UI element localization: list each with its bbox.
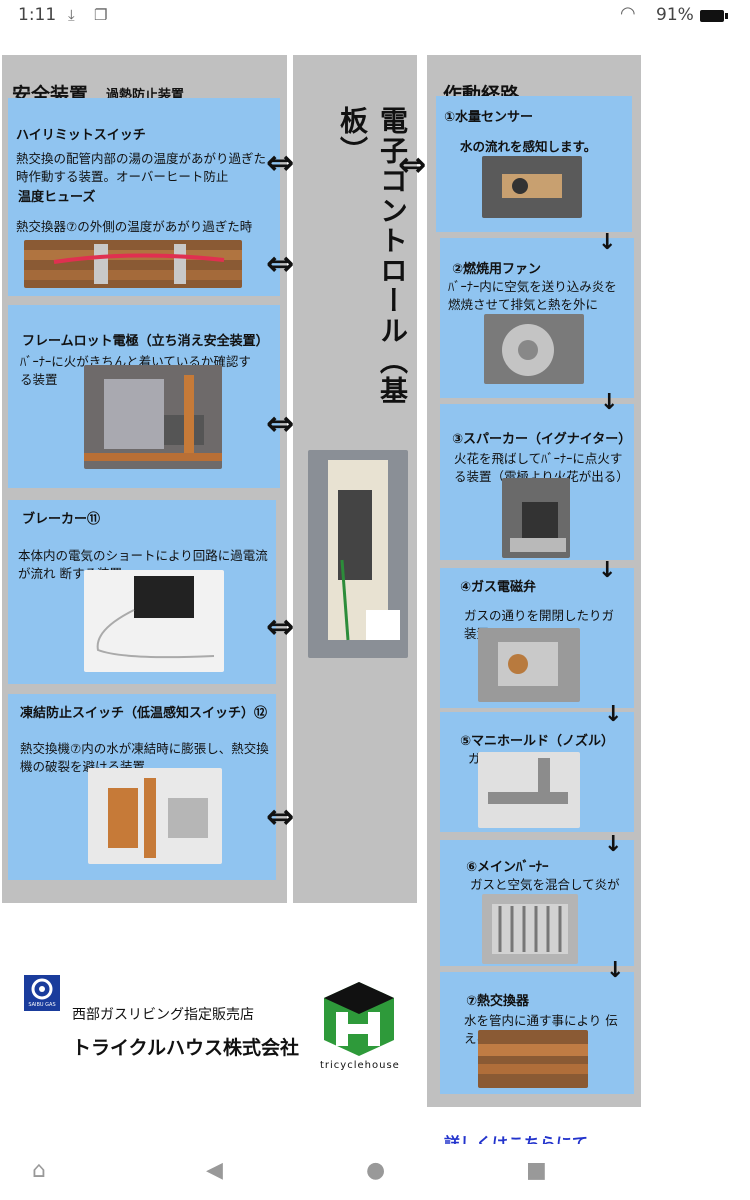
logo-mark-icon bbox=[31, 978, 53, 1000]
item-title: ⑦熱交換器 bbox=[466, 994, 530, 1009]
item-title: ③スパーカー（イグナイター） bbox=[452, 432, 632, 447]
burner-photo bbox=[482, 894, 578, 964]
item-title: ①水量センサー bbox=[444, 110, 534, 125]
flame-rod-photo bbox=[84, 365, 222, 469]
item-title: 温度ヒューズ bbox=[18, 190, 96, 205]
manifold-image bbox=[478, 752, 580, 828]
sparker-image bbox=[502, 478, 570, 558]
dealer-label: 西部ガスリビング指定販売店 bbox=[72, 1007, 254, 1023]
saibu-gas-logo: SAIBU GAS bbox=[24, 975, 60, 1011]
item-title: ⑤マニホールド（ノズル） bbox=[460, 734, 615, 749]
manifold-photo bbox=[478, 752, 580, 828]
heat-exchanger-image bbox=[478, 1030, 588, 1088]
item-title: ハイリミットスイッチ bbox=[16, 128, 146, 143]
navigation-bar bbox=[0, 1145, 750, 1200]
down-arrow-icon: ↓ bbox=[600, 390, 619, 415]
item-desc: 熱交換の配管内部の湯の温度があがり過ぎた時作動する装置。オーバーヒート防止 bbox=[16, 151, 267, 184]
gas-valve-photo bbox=[478, 628, 580, 702]
down-arrow-icon: ↓ bbox=[598, 230, 617, 255]
freeze-image bbox=[88, 768, 222, 864]
fuse-photo bbox=[24, 240, 242, 288]
home-circle-icon[interactable]: ● bbox=[366, 1158, 386, 1183]
logo-text: SAIBU GAS bbox=[28, 1002, 56, 1008]
item-title: ②燃焼用ファン bbox=[452, 262, 542, 277]
down-arrow-icon: ↓ bbox=[604, 832, 623, 857]
fan-photo bbox=[484, 314, 584, 384]
sparker-photo bbox=[502, 478, 570, 558]
down-arrow-icon: ↓ bbox=[604, 702, 623, 727]
water-sensor-photo bbox=[482, 156, 582, 218]
burner-image bbox=[482, 894, 578, 964]
back-icon[interactable]: ◀ bbox=[206, 1158, 223, 1183]
down-arrow-icon: ↓ bbox=[606, 958, 625, 983]
item-desc: ﾊﾞｰﾅｰ内に空気を送り込み炎を燃焼させて排気と熱を外に bbox=[448, 279, 617, 312]
item-title: ブレーカー⑪ bbox=[22, 512, 101, 527]
flame-rod-image bbox=[84, 365, 222, 469]
control-board-image bbox=[308, 450, 408, 658]
fuse-image bbox=[24, 240, 242, 288]
item-title: フレームロット電極（立ち消え安全装置） bbox=[22, 334, 269, 349]
tricyclehouse-logo bbox=[320, 978, 398, 1060]
brand-name: tricyclehouse bbox=[320, 1060, 400, 1071]
bidirectional-arrow-icon: ⇔ bbox=[266, 404, 295, 444]
wifi-icon: ◠ bbox=[620, 3, 636, 24]
tricyclehouse-logo-icon bbox=[324, 982, 394, 1056]
details-link[interactable]: 詳しくはこちらにて bbox=[444, 1134, 589, 1144]
status-time: 1:11 bbox=[18, 5, 57, 25]
bidirectional-arrow-icon: ⇔ bbox=[266, 244, 295, 284]
heat-exchanger-photo bbox=[478, 1030, 588, 1088]
fan-image bbox=[484, 314, 584, 384]
bidirectional-arrow-icon: ⇔ bbox=[266, 143, 295, 183]
item-desc: 火花を飛ばしてﾊﾞｰﾅｰに点火する装置（電極より火花が出る） bbox=[454, 451, 626, 484]
bidirectional-arrow-icon: ⇔ bbox=[266, 797, 295, 837]
company-name: トライクルハウス株式会社 bbox=[72, 1037, 300, 1059]
breaker-photo bbox=[84, 570, 224, 672]
item-title: 凍結防止スイッチ（低温感知スイッチ）⑫ bbox=[20, 706, 268, 721]
status-bar: 1:11 ⤓ ❐ ◠ 91% bbox=[0, 0, 750, 30]
bidirectional-arrow-icon: ⇔ bbox=[266, 607, 295, 647]
item-desc: 水の流れを感知します。 bbox=[460, 139, 597, 154]
breaker-image bbox=[84, 570, 224, 672]
item-title: ④ガス電磁弁 bbox=[460, 580, 537, 595]
water-sensor-image bbox=[482, 156, 582, 218]
freeze-photo bbox=[88, 768, 222, 864]
home-icon[interactable]: ⌂ bbox=[32, 1158, 46, 1183]
gas-valve-image bbox=[478, 628, 580, 702]
control-board-photo bbox=[308, 450, 408, 658]
bidirectional-arrow-icon: ⇔ bbox=[398, 145, 427, 185]
battery-icon bbox=[700, 10, 728, 22]
copy-icon: ❐ bbox=[94, 6, 108, 24]
battery-percent: 91% bbox=[656, 5, 694, 25]
down-arrow-icon: ↓ bbox=[598, 558, 617, 583]
item-title: ⑥メインﾊﾞｰﾅｰ bbox=[466, 860, 549, 875]
item-desc: ガスと空気を混合して炎が bbox=[470, 877, 620, 892]
item-desc: 熱交換器⑦の外側の温度があがり過ぎた時 bbox=[16, 219, 253, 234]
center-label: 電子コントロール（基板） bbox=[336, 106, 409, 406]
download-icon: ⤓ bbox=[68, 6, 75, 24]
recents-icon[interactable]: ■ bbox=[526, 1158, 547, 1183]
